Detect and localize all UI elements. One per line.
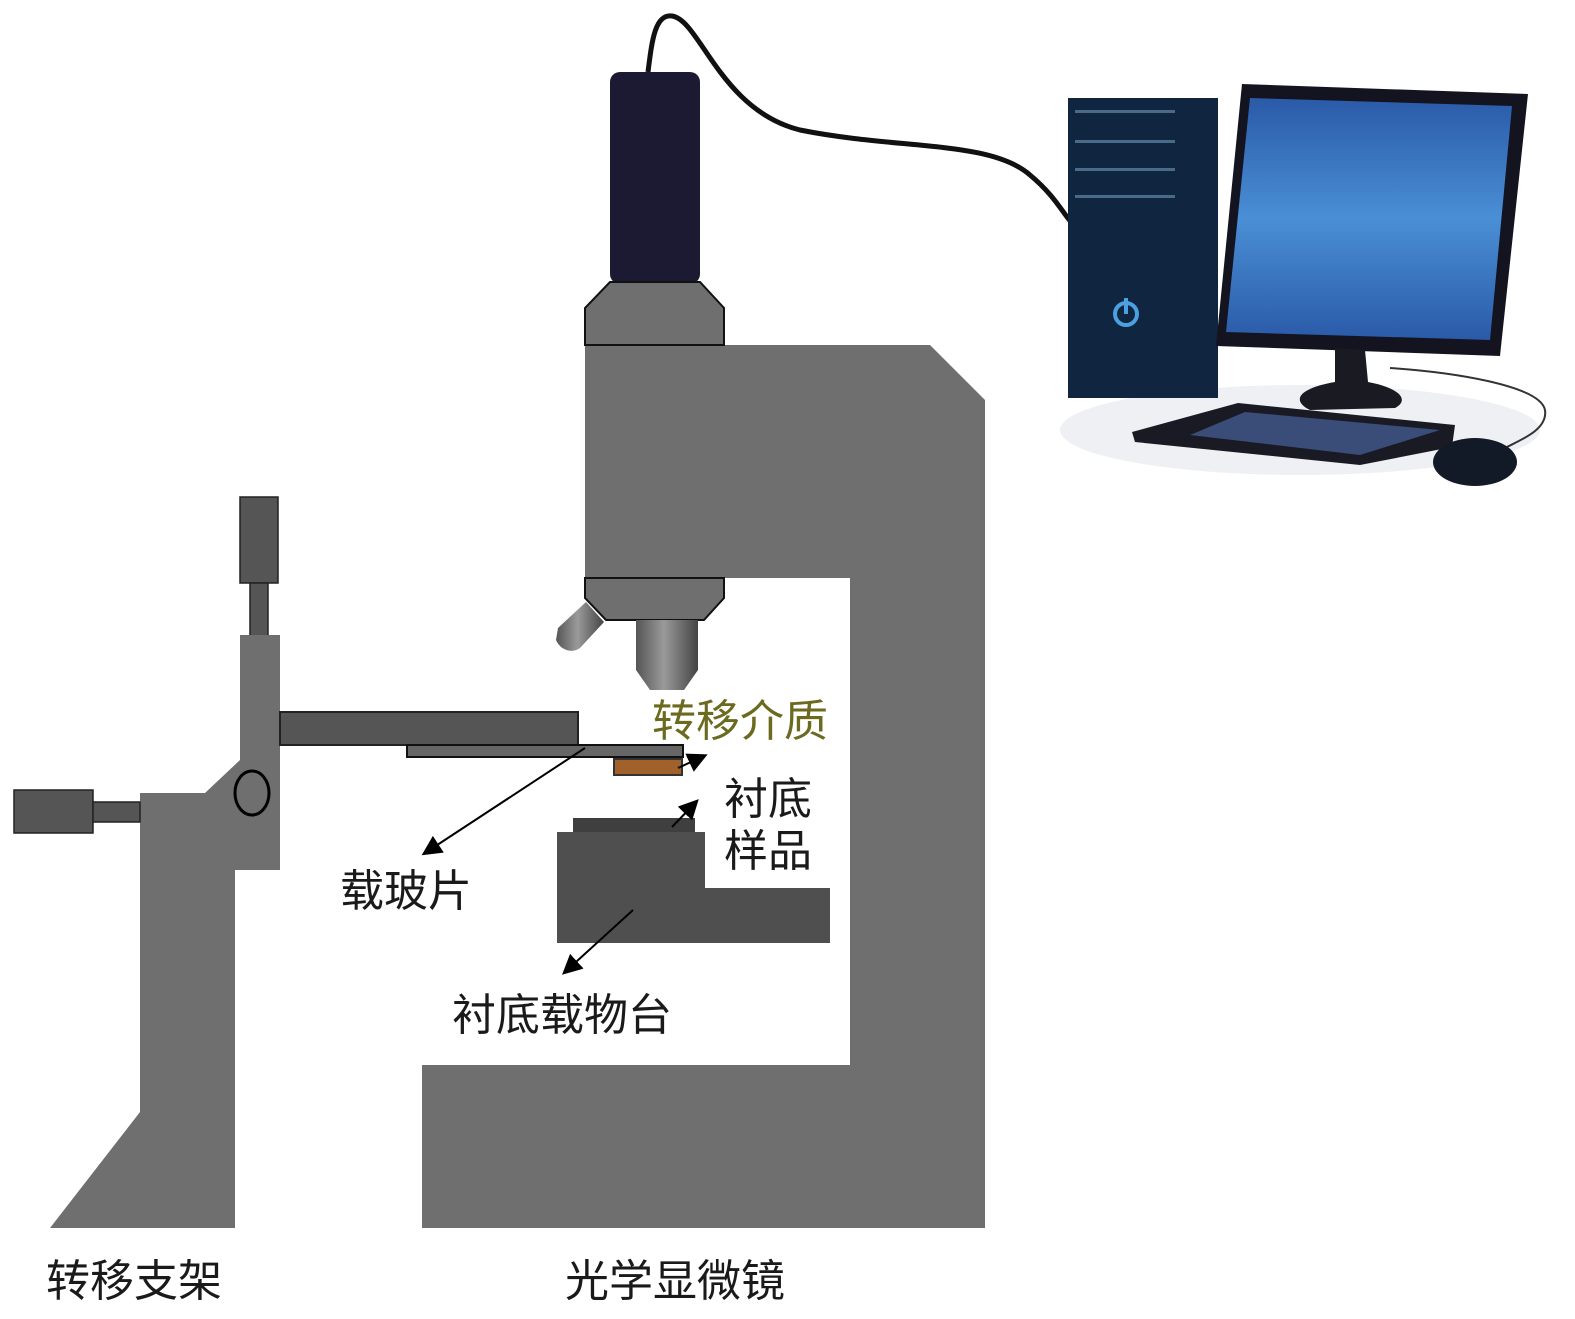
transfer-medium [613,758,683,776]
label-substrate-stage: 衬底载物台 [452,990,672,1041]
computer-tower [1068,98,1218,398]
label-glass-slide: 载玻片 [340,866,472,917]
substrate-stage [557,818,830,943]
camera [610,72,700,284]
transfer-stand [13,496,684,1228]
label-substrate: 衬底 [724,774,812,825]
arrow-substrate [671,799,699,828]
side-objective [556,602,604,651]
label-optical-microscope: 光学显微镜 [565,1256,785,1307]
camera-coupler [584,281,725,346]
stand-top-knob[interactable] [239,496,279,584]
stand-body [50,635,280,1228]
stand-arm [279,711,579,746]
arrow-transfer-medium [677,753,708,772]
monitor-screen [1226,98,1512,340]
arrow-glass-slide [421,747,586,856]
microscope-frame [422,345,985,1228]
label-transfer-medium: 转移介质 [652,696,828,747]
objective-lens [636,620,698,690]
substrate-sample [573,818,695,832]
nosepiece [584,577,725,621]
camera-cable [645,13,1080,231]
glass-slide [406,744,684,758]
stand-side-knob[interactable] [13,789,94,834]
computer [1060,84,1547,486]
optical-microscope [422,72,985,1228]
arrow-substrate-stage [562,909,634,975]
label-transfer-stand: 转移支架 [46,1256,222,1307]
power-icon [1113,298,1139,327]
label-sample: 样品 [724,826,812,877]
mouse [1433,438,1517,486]
stand-pivot[interactable] [233,769,271,817]
